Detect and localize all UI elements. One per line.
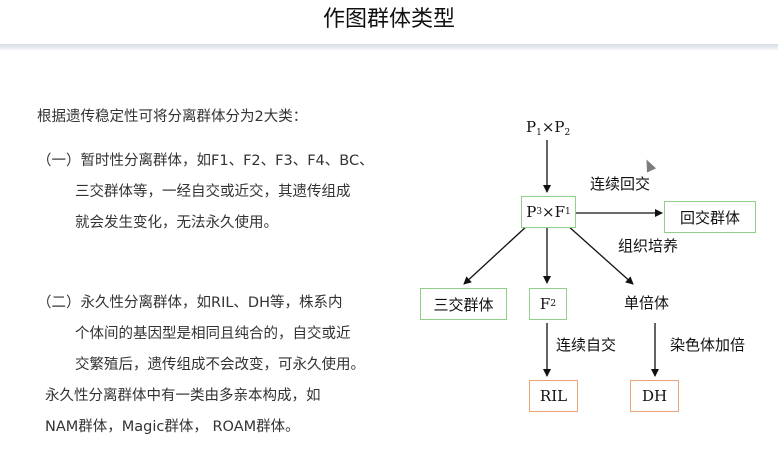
edge-label-chromosome-doubling: 染色体加倍 bbox=[670, 336, 746, 354]
three-way-cross-box: 三交群体 bbox=[420, 288, 507, 320]
parents-p1-x-p2: P1×P2 bbox=[526, 118, 571, 138]
permanent-line-3: 交繁殖后，遗传组成不会改变，可永久使用。 bbox=[75, 357, 365, 373]
permanent-line-4: 永久性分离群体中有一类由多亲本构成，如 bbox=[45, 388, 321, 404]
intro-text: 根据遗传稳定性可将分离群体分为2大类： bbox=[37, 109, 308, 125]
haploid-node: 单倍体 bbox=[624, 294, 670, 312]
arrow-to-three-way bbox=[463, 224, 529, 285]
edge-label-continuous-selfing: 连续自交 bbox=[556, 336, 617, 354]
temporary-marker: （一） bbox=[37, 153, 81, 169]
permanent-marker: （二） bbox=[37, 295, 81, 311]
permanent-line-1: 永久性分离群体，如RIL、DH等，株系内 bbox=[80, 295, 343, 311]
backcross-population-box: 回交群体 bbox=[664, 201, 756, 233]
permanent-population-paragraph: （二）永久性分离群体，如RIL、DH等，株系内 个体间的基因型是相同且纯合的，自… bbox=[37, 288, 365, 443]
permanent-line-5: NAM群体，Magic群体， ROAM群体。 bbox=[45, 419, 300, 435]
temporary-line-3: 就会发生变化，无法永久使用。 bbox=[75, 215, 278, 231]
temporary-population-paragraph: （一）暂时性分离群体，如F1、F2、F3、F4、BC、 三交群体等，一经自交或近… bbox=[37, 146, 374, 239]
permanent-line-2: 个体间的基因型是相同且纯合的，自交或近 bbox=[75, 326, 351, 342]
title-divider bbox=[0, 44, 778, 50]
edge-label-tissue-culture: 组织培养 bbox=[618, 237, 679, 255]
edge-label-continuous-backcross: 连续回交 bbox=[590, 175, 651, 193]
temporary-line-1: 暂时性分离群体，如F1、F2、F3、F4、BC、 bbox=[80, 153, 374, 169]
mouse-cursor-icon bbox=[641, 157, 657, 173]
page-title: 作图群体类型 bbox=[322, 7, 455, 32]
temporary-line-2: 三交群体等，一经自交或近交，其遗传组成 bbox=[75, 184, 351, 200]
ril-box: RIL bbox=[529, 380, 578, 412]
dh-box: DH bbox=[630, 380, 679, 412]
